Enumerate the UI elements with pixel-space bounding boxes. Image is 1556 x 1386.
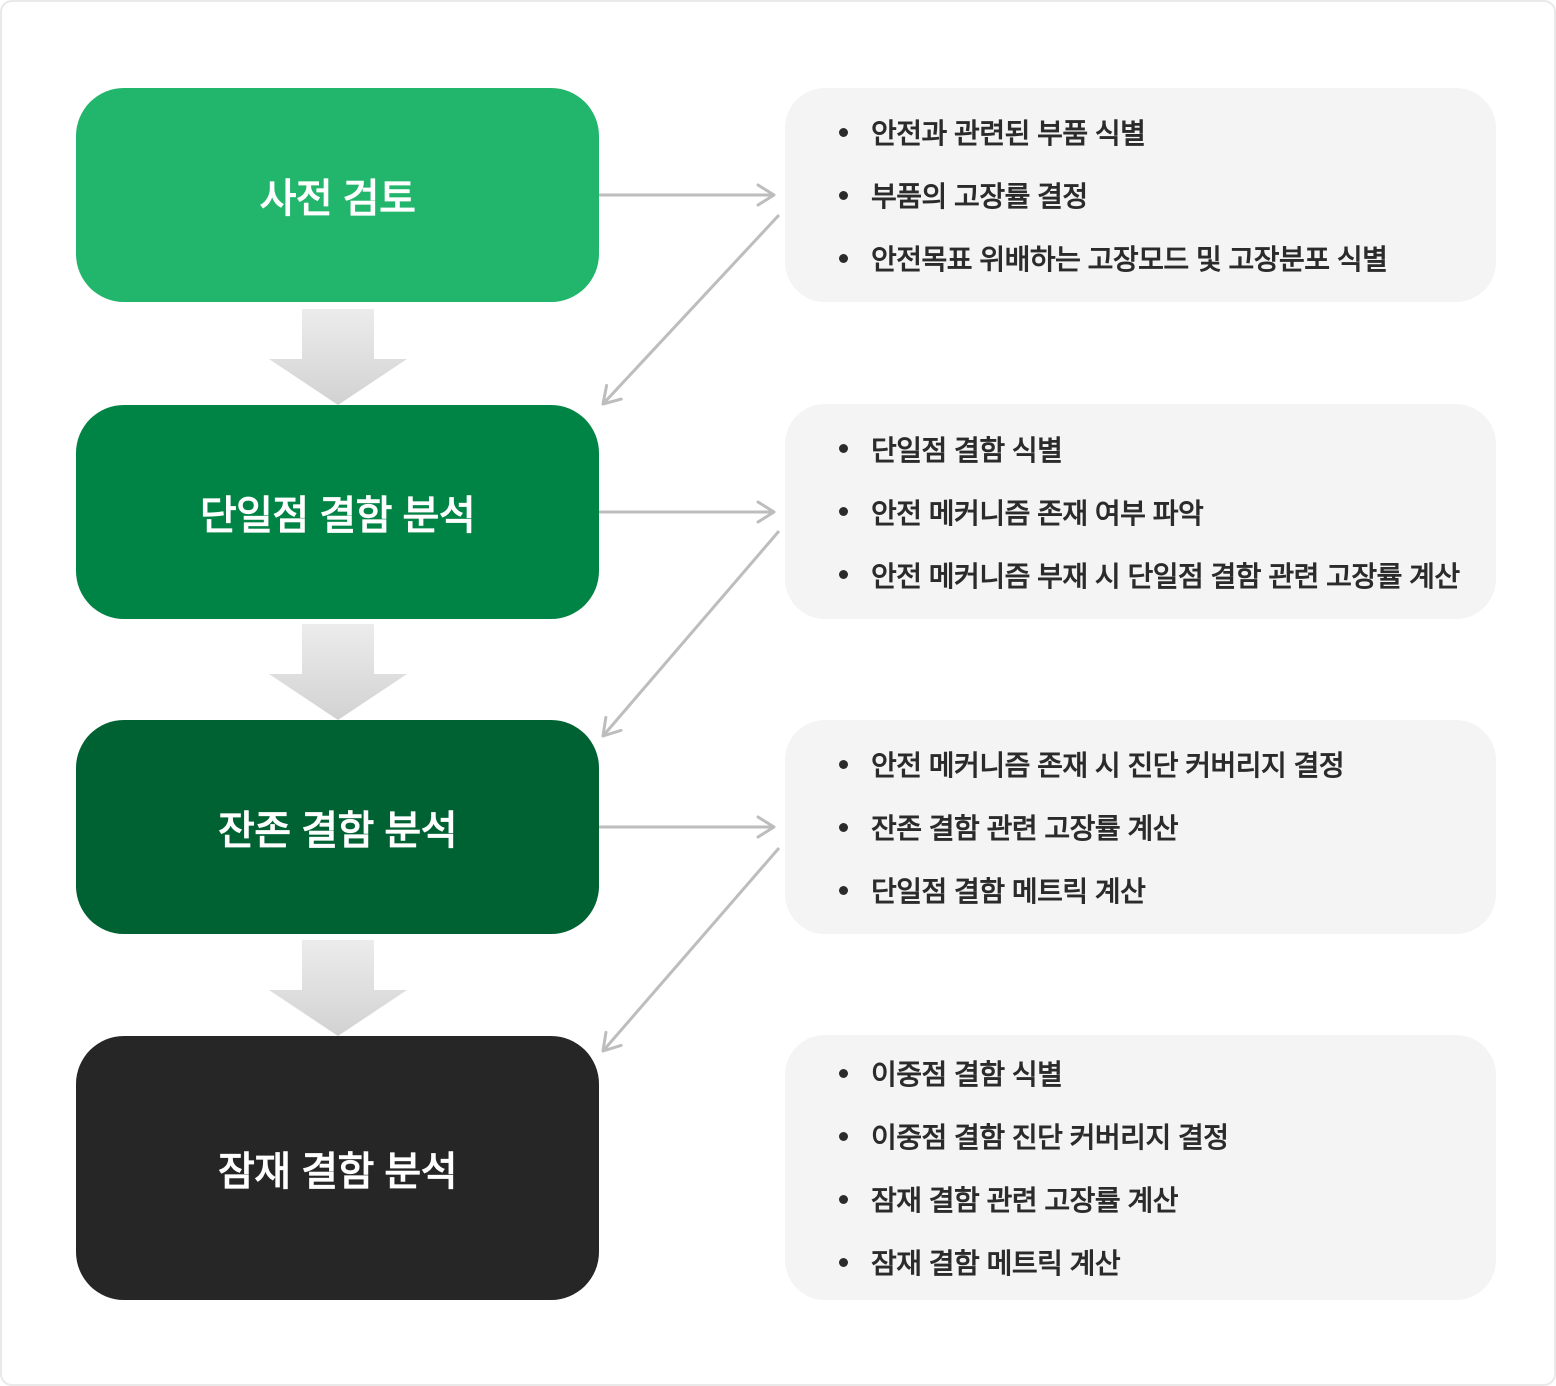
bullet-dot-icon bbox=[839, 570, 848, 579]
bullet-text: 잠재 결함 메트릭 계산 bbox=[871, 1248, 1121, 1279]
bullet-text: 부품의 고장률 결정 bbox=[871, 181, 1088, 212]
bullet-dot-icon bbox=[839, 1131, 848, 1141]
list-item: 안전목표 위배하는 고장모드 및 고장분포 식별 bbox=[839, 238, 1496, 278]
arrow-diagonal-details3-to-step4-icon bbox=[601, 847, 781, 1053]
list-item: 안전과 관련된 부품 식별 bbox=[839, 112, 1496, 152]
arrow-diagonal-details1-to-step2-icon bbox=[601, 213, 781, 406]
list-item: 잠재 결함 메트릭 계산 bbox=[839, 1242, 1496, 1282]
list-item: 이중점 결함 진단 커버리지 결정 bbox=[839, 1116, 1496, 1156]
bullet-dot-icon bbox=[839, 759, 848, 769]
bullet-text: 안전 메커니즘 부재 시 단일점 결함 관련 고장률 계산 bbox=[871, 560, 1460, 592]
bullet-text: 단일점 결함 메트릭 계산 bbox=[871, 876, 1146, 907]
step-label: 단일점 결함 분석 bbox=[199, 494, 476, 538]
list-item: 잔존 결함 관련 고장률 계산 bbox=[839, 807, 1496, 847]
bullet-dot-icon bbox=[839, 1068, 848, 1078]
step-label: 잔존 결함 분석 bbox=[217, 809, 458, 853]
bullet-dot-icon bbox=[839, 190, 848, 200]
bullet-dot-icon bbox=[839, 1257, 848, 1267]
bullet-dot-icon bbox=[839, 885, 848, 895]
bullet-text: 안전 메커니즘 존재 시 진단 커버리지 결정 bbox=[871, 750, 1345, 781]
step-box-latent-fault-analysis: 잠재 결함 분석 bbox=[76, 1036, 599, 1300]
detail-card-residual-fault-analysis: 안전 메커니즘 존재 시 진단 커버리지 결정 잔존 결함 관련 고장률 계산 … bbox=[785, 720, 1496, 934]
bullet-text: 안전 메커니즘 존재 여부 파악 bbox=[871, 497, 1204, 529]
detail-card-single-point-fault-analysis: 단일점 결함 식별 안전 메커니즘 존재 여부 파악 안전 메커니즘 부재 시 … bbox=[785, 404, 1496, 619]
bullet-dot-icon bbox=[839, 822, 848, 832]
detail-card-preliminary-review: 안전과 관련된 부품 식별 부품의 고장률 결정 안전목표 위배하는 고장모드 … bbox=[785, 88, 1496, 302]
bullet-text: 단일점 결함 식별 bbox=[871, 434, 1063, 466]
step-label: 잠재 결함 분석 bbox=[217, 1150, 458, 1194]
bullet-text: 안전과 관련된 부품 식별 bbox=[871, 118, 1146, 149]
list-item: 안전 메커니즘 존재 시 진단 커버리지 결정 bbox=[839, 744, 1496, 784]
bullet-text: 이중점 결함 진단 커버리지 결정 bbox=[871, 1122, 1229, 1153]
bullet-text: 잔존 결함 관련 고장률 계산 bbox=[871, 813, 1178, 844]
list-item: 이중점 결함 식별 bbox=[839, 1053, 1496, 1093]
bullet-dot-icon bbox=[839, 444, 848, 453]
bullet-text: 잠재 결함 관련 고장률 계산 bbox=[871, 1185, 1178, 1216]
step-box-single-point-fault-analysis: 단일점 결함 분석 bbox=[76, 405, 599, 619]
bullet-dot-icon bbox=[839, 253, 848, 263]
step-label: 사전 검토 bbox=[259, 177, 416, 221]
bullet-dot-icon bbox=[839, 127, 848, 137]
arrow-down-icon bbox=[269, 940, 407, 1036]
detail-card-latent-fault-analysis: 이중점 결함 식별 이중점 결함 진단 커버리지 결정 잠재 결함 관련 고장률… bbox=[785, 1035, 1496, 1300]
step-box-residual-fault-analysis: 잔존 결함 분석 bbox=[76, 720, 599, 934]
arrow-diagonal-details2-to-step3-icon bbox=[601, 530, 781, 738]
arrow-down-icon bbox=[269, 624, 407, 720]
arrow-down-icon bbox=[269, 309, 407, 405]
bullet-text: 이중점 결함 식별 bbox=[871, 1059, 1063, 1090]
list-item: 안전 메커니즘 부재 시 단일점 결함 관련 고장률 계산 bbox=[839, 555, 1496, 595]
list-item: 부품의 고장률 결정 bbox=[839, 175, 1496, 215]
list-item: 단일점 결함 식별 bbox=[839, 429, 1496, 469]
bullet-text: 안전목표 위배하는 고장모드 및 고장분포 식별 bbox=[871, 244, 1388, 275]
bullet-dot-icon bbox=[839, 507, 848, 516]
bullet-dot-icon bbox=[839, 1194, 848, 1204]
list-item: 단일점 결함 메트릭 계산 bbox=[839, 870, 1496, 910]
list-item: 안전 메커니즘 존재 여부 파악 bbox=[839, 492, 1496, 532]
step-box-preliminary-review: 사전 검토 bbox=[76, 88, 599, 302]
list-item: 잠재 결함 관련 고장률 계산 bbox=[839, 1179, 1496, 1219]
